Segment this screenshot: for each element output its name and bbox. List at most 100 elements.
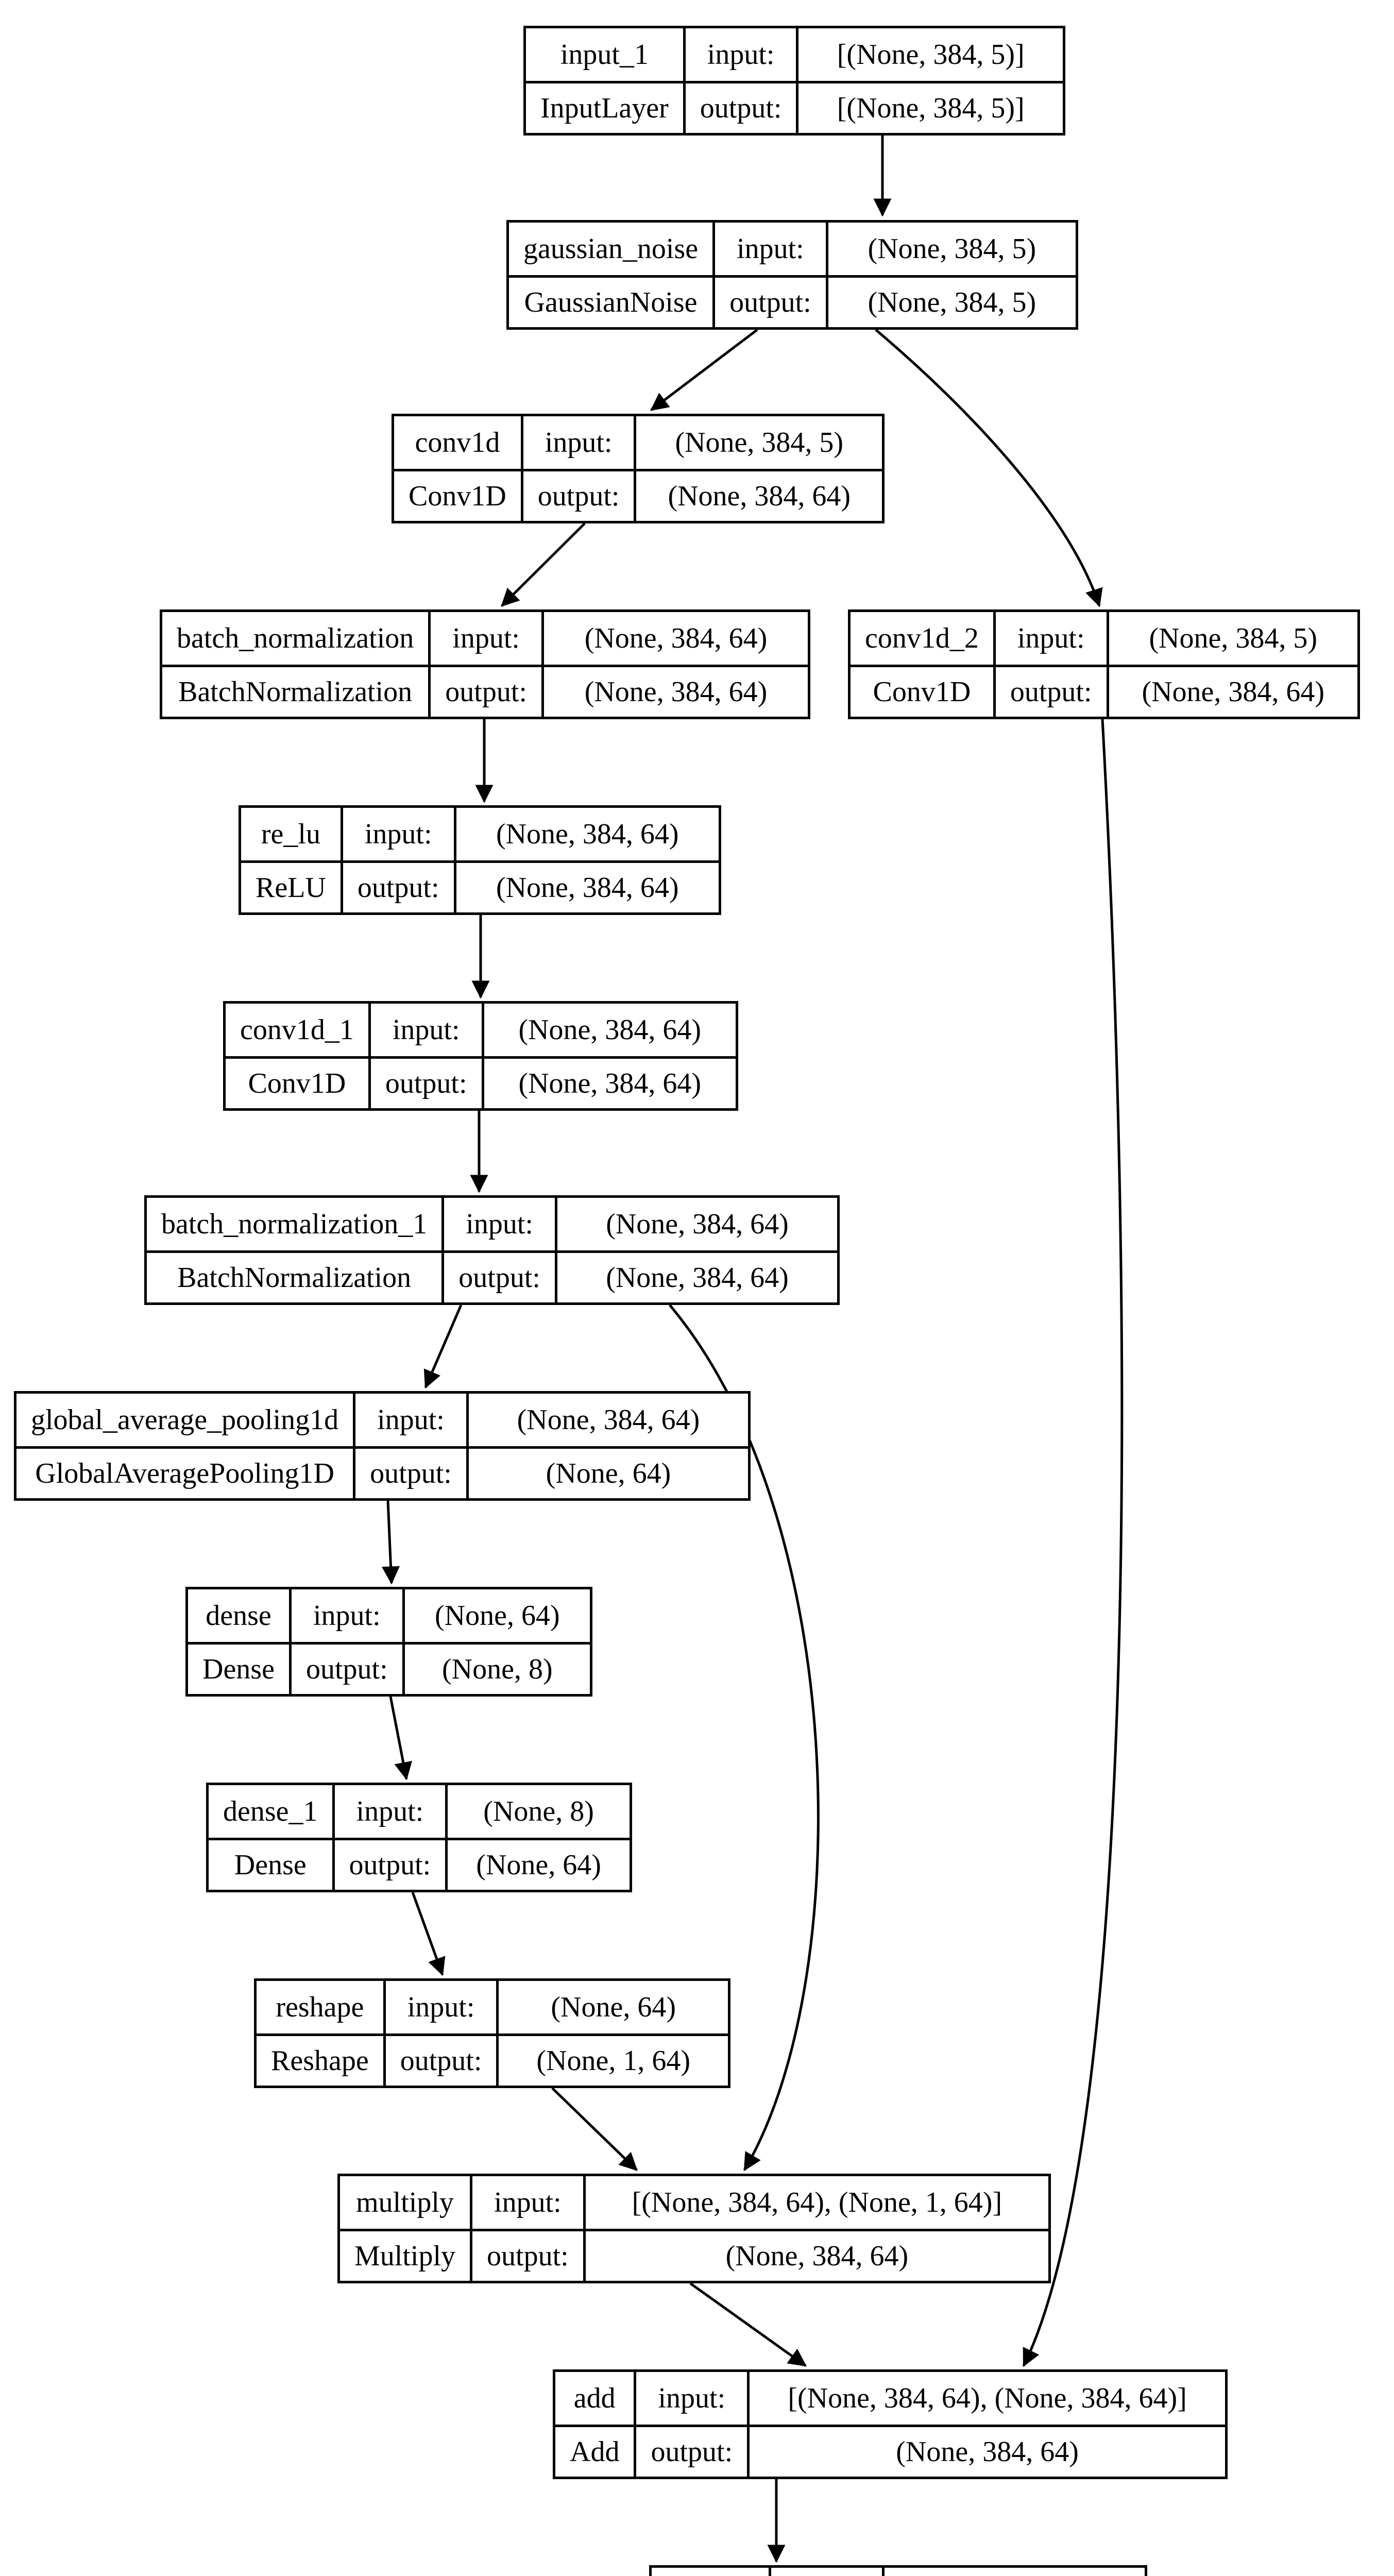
- layer-class: Multiply: [340, 2228, 470, 2281]
- output-label: output:: [428, 664, 541, 717]
- input-shape: [(None, 384, 64), (None, 1, 64)]: [583, 2176, 1048, 2229]
- layer-name: dense: [206, 1599, 271, 1632]
- input-label: input:: [332, 1785, 446, 1838]
- layer-name: reshape: [276, 1991, 364, 2023]
- output-shape: (None, 64): [445, 1837, 630, 1890]
- node-re-lu-1: re_lu_1 input: (None, 384, 64) ReLU outp…: [649, 2565, 1147, 2576]
- node-dense-1: dense_1 input: (None, 8) Dense output: (…: [206, 1783, 632, 1892]
- layer-class: Add: [555, 2424, 634, 2477]
- node-gaussian-noise: gaussian_noise input: (None, 384, 5) Gau…: [506, 220, 1078, 330]
- input-label: input:: [769, 2568, 882, 2576]
- layer-class: BatchNormalization: [162, 664, 429, 717]
- layer-name: multiply: [356, 2186, 454, 2218]
- edge-global-average-pooling1d-to-dense: [382, 1500, 400, 1585]
- input-shape: (None, 384, 64): [554, 1198, 837, 1250]
- output-label: output:: [993, 664, 1107, 717]
- layer-name: batch_normalization: [177, 622, 414, 654]
- node-add: add input: [(None, 384, 64), (None, 384,…: [553, 2369, 1228, 2479]
- edge-batch-normalization-1-to-global-average-pooling1d: [423, 1304, 463, 1389]
- output-shape: (None, 384, 64): [634, 468, 882, 521]
- layer-class: Conv1D: [394, 468, 521, 521]
- input-label: input:: [288, 1589, 402, 1642]
- edge-dense-1-to-reshape: [411, 1892, 446, 1976]
- layer-class: GlobalAveragePooling1D: [16, 1446, 353, 1499]
- output-label: output:: [383, 2033, 497, 2086]
- edge-multiply-to-add: [689, 2282, 807, 2367]
- edge-conv1d-to-batch-normalization: [501, 522, 586, 607]
- output-shape: (None, 384, 64): [1106, 664, 1357, 717]
- input-label: input:: [993, 612, 1107, 665]
- output-label: output:: [441, 1250, 555, 1302]
- input-shape: (None, 384, 64): [541, 612, 808, 665]
- output-shape: (None, 8): [402, 1641, 590, 1694]
- input-shape: (None, 384, 5): [825, 223, 1076, 275]
- output-shape: [(None, 384, 5)]: [796, 80, 1063, 133]
- input-shape: [(None, 384, 5)]: [796, 28, 1063, 81]
- layer-name: input_1: [560, 38, 649, 71]
- input-label: input:: [520, 416, 634, 469]
- layer-class: GaussianNoise: [509, 275, 713, 328]
- layer-name: re_lu_1: [652, 2568, 769, 2576]
- input-label: input:: [368, 1004, 482, 1056]
- output-label: output:: [634, 2424, 747, 2477]
- output-shape: (None, 384, 64): [554, 1250, 837, 1302]
- node-conv1d-1: conv1d_1 input: (None, 384, 64) Conv1D o…: [223, 1001, 738, 1111]
- node-global-average-pooling1d: global_average_pooling1d input: (None, 3…: [14, 1391, 751, 1501]
- output-shape: (None, 384, 64): [583, 2228, 1048, 2281]
- input-shape: (None, 8): [445, 1785, 630, 1838]
- layer-name: gaussian_noise: [523, 232, 699, 265]
- input-label: input:: [470, 2176, 583, 2229]
- input-label: input:: [383, 1981, 497, 2033]
- input-shape: (None, 384, 5): [634, 416, 882, 469]
- output-label: output:: [712, 275, 826, 327]
- input-shape: (None, 384, 64): [453, 808, 719, 860]
- input-label: input:: [353, 1394, 466, 1446]
- layer-name: conv1d_2: [865, 622, 979, 654]
- input-label: input:: [340, 808, 454, 860]
- output-shape: (None, 64): [466, 1446, 748, 1498]
- output-label: output:: [332, 1837, 446, 1890]
- output-label: output:: [470, 2228, 583, 2281]
- layer-class: InputLayer: [526, 80, 683, 133]
- layer-class: Reshape: [257, 2033, 383, 2086]
- output-label: output:: [520, 468, 634, 521]
- node-multiply: multiply input: [(None, 384, 64), (None,…: [337, 2174, 1051, 2283]
- layer-name: conv1d_1: [240, 1013, 354, 1046]
- edge-gaussian-noise-to-conv1d-2: [875, 329, 1103, 607]
- output-shape: (None, 384, 64): [453, 860, 719, 912]
- node-batch-normalization: batch_normalization input: (None, 384, 6…: [160, 609, 810, 719]
- input-label: input:: [441, 1198, 555, 1250]
- output-shape: (None, 384, 64): [541, 664, 808, 717]
- layer-name: conv1d: [415, 426, 500, 459]
- output-shape: (None, 1, 64): [496, 2033, 728, 2086]
- input-label: input:: [428, 612, 541, 665]
- layer-name: dense_1: [223, 1795, 318, 1827]
- layer-name: re_lu: [261, 818, 320, 850]
- edge-dense-to-dense-1: [389, 1696, 412, 1781]
- edge-gaussian-noise-to-conv1d: [650, 329, 758, 411]
- input-shape: (None, 64): [496, 1981, 728, 2033]
- edge-reshape-to-multiply: [551, 2087, 638, 2171]
- output-label: output:: [340, 860, 454, 912]
- output-label: output:: [683, 80, 796, 133]
- layer-class: Conv1D: [226, 1056, 368, 1109]
- layer-name: global_average_pooling1d: [31, 1403, 339, 1436]
- node-batch-normalization-1: batch_normalization_1 input: (None, 384,…: [144, 1195, 840, 1305]
- input-label: input:: [683, 28, 796, 81]
- layer-class: Conv1D: [851, 664, 993, 717]
- layer-class: ReLU: [241, 860, 341, 913]
- output-shape: (None, 384, 5): [825, 275, 1076, 327]
- output-shape: (None, 384, 64): [747, 2424, 1225, 2477]
- output-shape: (None, 384, 64): [481, 1056, 736, 1108]
- output-label: output:: [288, 1641, 402, 1694]
- input-shape: (None, 384, 64): [481, 1004, 736, 1056]
- layer-name: add: [573, 2382, 616, 2414]
- input-shape: [(None, 384, 64), (None, 384, 64)]: [747, 2372, 1225, 2425]
- input-shape: (None, 384, 64): [881, 2568, 1145, 2576]
- node-reshape: reshape input: (None, 64) Reshape output…: [254, 1978, 730, 2088]
- input-shape: (None, 384, 64): [466, 1394, 748, 1446]
- output-label: output:: [368, 1056, 482, 1108]
- edge-conv1d-2-to-add: [1022, 719, 1124, 2367]
